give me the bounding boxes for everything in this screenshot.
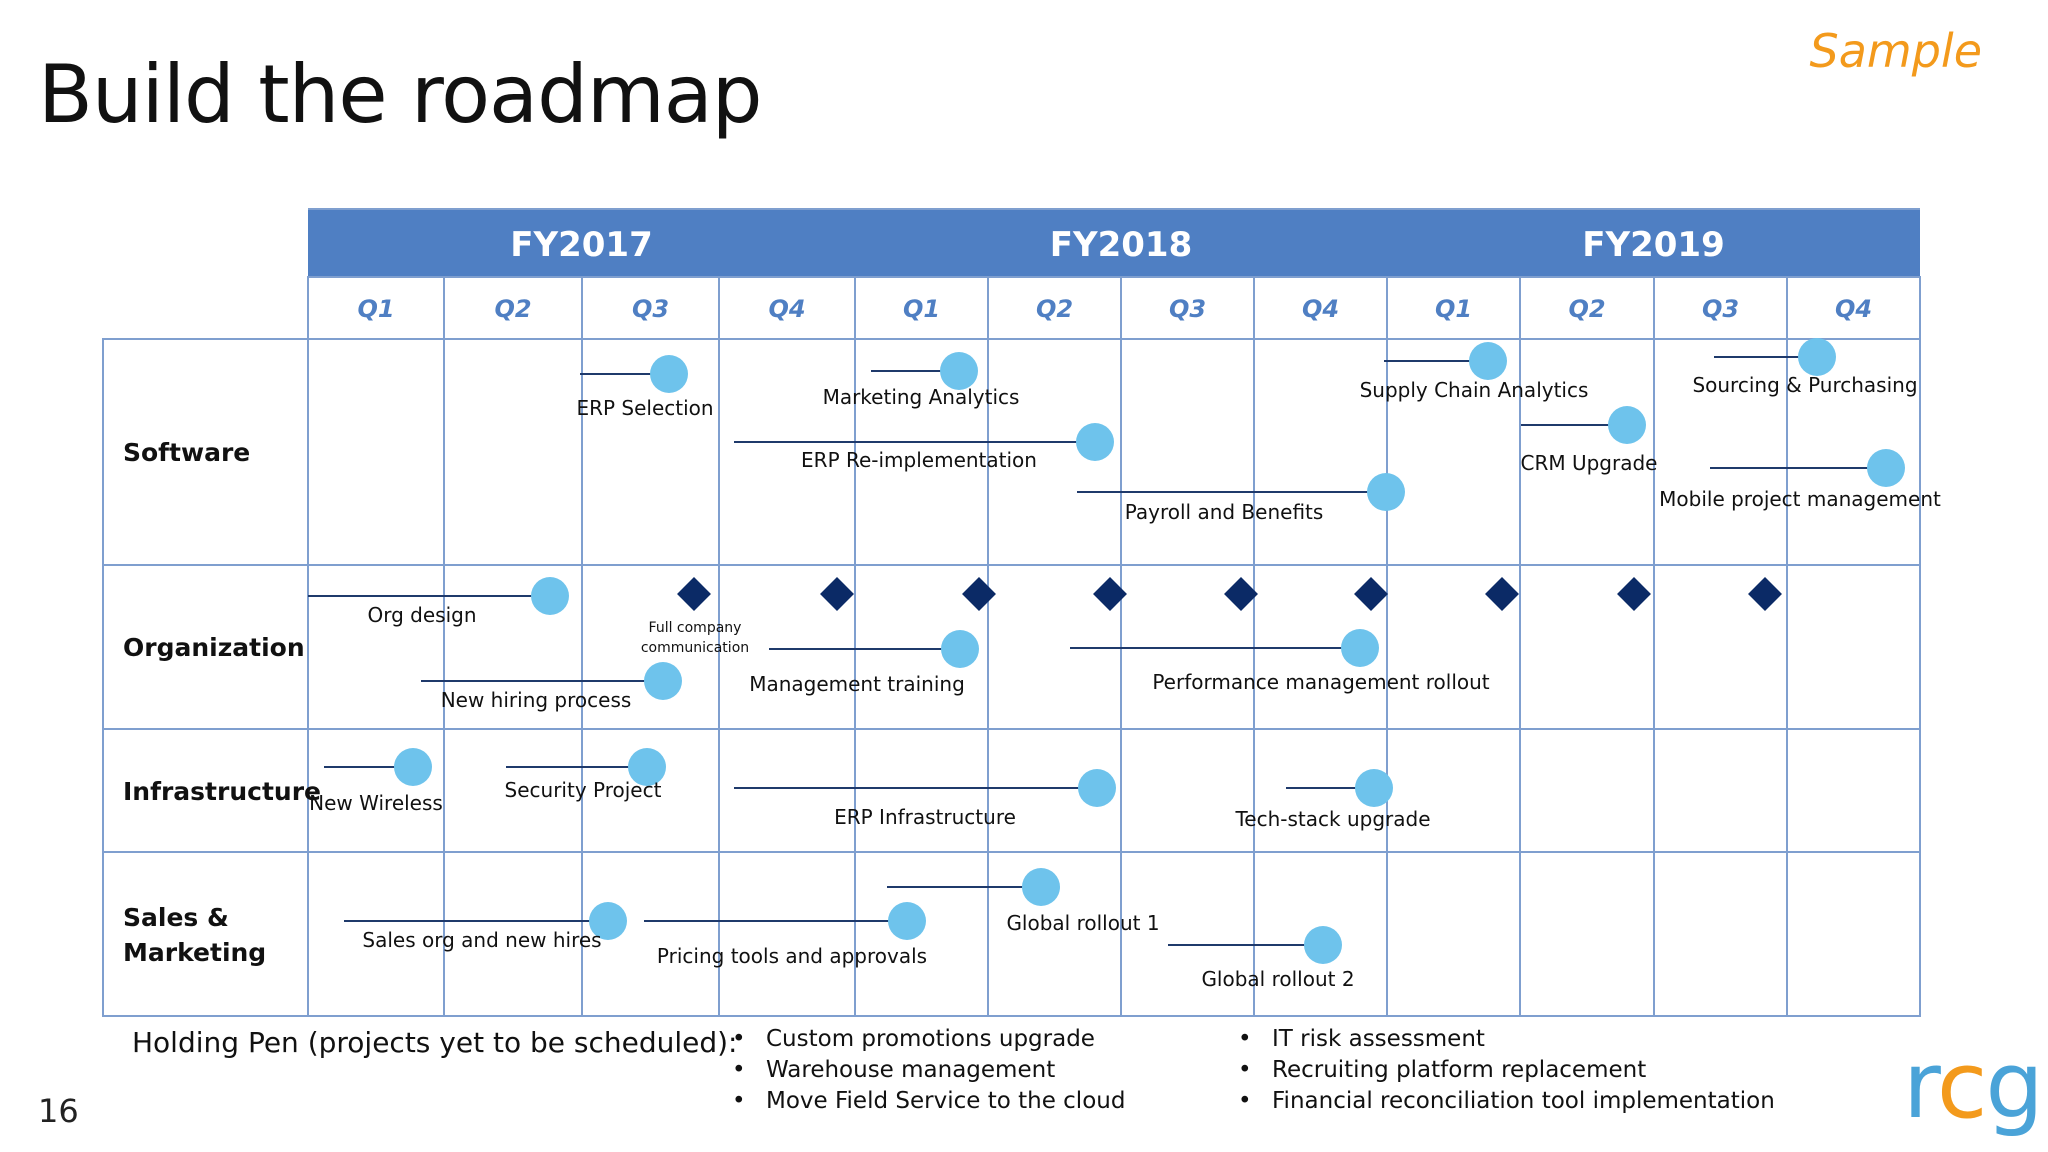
row-label: Marketing bbox=[123, 938, 266, 967]
milestone-marker bbox=[1078, 769, 1116, 807]
milestone-label: Org design bbox=[367, 603, 476, 627]
holding-pen-list-2: IT risk assessment Recruiting platform r… bbox=[1232, 1024, 1775, 1117]
milestone-marker bbox=[941, 630, 979, 668]
quarter-label: Q2 bbox=[1568, 295, 1605, 323]
event-label: Full company bbox=[649, 620, 742, 636]
milestone-marker bbox=[1798, 338, 1836, 376]
quarter-label: Q3 bbox=[1169, 295, 1206, 323]
milestone-marker bbox=[940, 352, 978, 390]
quarter-label: Q1 bbox=[903, 295, 940, 323]
row-label: Software bbox=[123, 438, 250, 467]
milestone-label: Marketing Analytics bbox=[823, 385, 1020, 409]
holding-pen-item: IT risk assessment bbox=[1232, 1024, 1775, 1055]
milestone-marker bbox=[531, 577, 569, 615]
milestone-marker bbox=[589, 902, 627, 940]
milestone-marker bbox=[1076, 423, 1114, 461]
milestone-marker bbox=[650, 355, 688, 393]
slide-title: Build the roadmap bbox=[38, 48, 763, 141]
row-label: Sales & bbox=[123, 903, 229, 932]
milestone-label: Payroll and Benefits bbox=[1125, 500, 1324, 524]
company-communication-diamond bbox=[1748, 577, 1782, 611]
milestone-marker bbox=[1022, 868, 1060, 906]
quarter-label: Q1 bbox=[357, 295, 394, 323]
milestone-marker bbox=[628, 748, 666, 786]
milestone-label: Global rollout 2 bbox=[1201, 967, 1354, 991]
holding-pen-item: Warehouse management bbox=[726, 1055, 1125, 1086]
quarter-header-row bbox=[307, 276, 1921, 340]
milestone-marker bbox=[1367, 473, 1405, 511]
milestone-label: Tech-stack upgrade bbox=[1234, 807, 1430, 831]
fiscal-year-header-band bbox=[308, 209, 1920, 277]
milestone-marker bbox=[1608, 406, 1646, 444]
sample-label: Sample bbox=[1809, 24, 1982, 78]
milestone-marker bbox=[394, 748, 432, 786]
row-label: Organization bbox=[123, 633, 305, 662]
company-communication-diamond bbox=[677, 577, 711, 611]
holding-pen-item: Move Field Service to the cloud bbox=[726, 1086, 1125, 1117]
quarter-label: Q3 bbox=[632, 295, 669, 323]
company-communication-diamond bbox=[1093, 577, 1127, 611]
company-communication-diamond bbox=[1617, 577, 1651, 611]
company-communication-diamond bbox=[1354, 577, 1388, 611]
milestone-marker bbox=[1867, 449, 1905, 487]
row-label: Infrastructure bbox=[123, 777, 321, 806]
quarter-label: Q4 bbox=[1302, 295, 1339, 323]
company-communication-diamond bbox=[962, 577, 996, 611]
logo-letter: g bbox=[1985, 1032, 2043, 1139]
milestone-label: CRM Upgrade bbox=[1521, 451, 1658, 475]
milestone-label: Pricing tools and approvals bbox=[657, 944, 927, 968]
quarter-label: Q3 bbox=[1702, 295, 1739, 323]
company-communication-diamond bbox=[1224, 577, 1258, 611]
fiscal-year-label: FY2017 bbox=[510, 225, 652, 265]
holding-pen-item: Recruiting platform replacement bbox=[1232, 1055, 1775, 1086]
roadmap-body-frame bbox=[102, 338, 1921, 1017]
quarter-label: Q4 bbox=[1835, 295, 1872, 323]
milestone-label: ERP Selection bbox=[576, 396, 713, 420]
milestone-label: Security Project bbox=[505, 778, 662, 802]
rcg-logo: rcg bbox=[1903, 1040, 2044, 1132]
holding-pen-item: Financial reconciliation tool implementa… bbox=[1232, 1086, 1775, 1117]
company-communication-diamond bbox=[1485, 577, 1519, 611]
milestone-label: New Wireless bbox=[309, 791, 443, 815]
roadmap-grid bbox=[102, 208, 1921, 1017]
event-label: communication bbox=[641, 640, 749, 656]
milestone-marker bbox=[1355, 769, 1393, 807]
page-number: 16 bbox=[38, 1092, 79, 1130]
fiscal-year-label: FY2018 bbox=[1050, 225, 1192, 265]
milestone-marker bbox=[1304, 926, 1342, 964]
milestone-label: Supply Chain Analytics bbox=[1360, 378, 1589, 402]
milestone-label: Sourcing & Purchasing bbox=[1692, 373, 1917, 397]
logo-letter: c bbox=[1936, 1032, 1988, 1139]
milestone-marker bbox=[888, 902, 926, 940]
milestone-label: Sales org and new hires bbox=[362, 928, 601, 952]
milestone-label: Global rollout 1 bbox=[1006, 911, 1159, 935]
company-communication-diamond bbox=[820, 577, 854, 611]
milestone-label: Management training bbox=[749, 672, 965, 696]
milestone-marker bbox=[1341, 629, 1379, 667]
milestone-label: ERP Re-implementation bbox=[801, 448, 1037, 472]
fiscal-year-label: FY2019 bbox=[1582, 225, 1724, 265]
holding-pen-item: Custom promotions upgrade bbox=[726, 1024, 1125, 1055]
roadmap-row-labels: SoftwareOrganizationInfrastructureSales … bbox=[123, 438, 321, 967]
holding-pen-list-1: Custom promotions upgrade Warehouse mana… bbox=[726, 1024, 1125, 1117]
milestone-label: Mobile project management bbox=[1659, 487, 1941, 511]
milestone-marker bbox=[644, 662, 682, 700]
quarter-label: Q1 bbox=[1435, 295, 1472, 323]
quarter-label: Q2 bbox=[494, 295, 531, 323]
holding-pen-title: Holding Pen (projects yet to be schedule… bbox=[132, 1026, 738, 1059]
milestone-label: Performance management rollout bbox=[1152, 670, 1489, 694]
logo-letter: r bbox=[1903, 1032, 1939, 1139]
milestone-label: New hiring process bbox=[441, 688, 632, 712]
quarter-label: Q4 bbox=[768, 295, 805, 323]
milestone-label: ERP Infrastructure bbox=[834, 805, 1016, 829]
quarter-label: Q2 bbox=[1036, 295, 1073, 323]
milestone-marker bbox=[1469, 342, 1507, 380]
